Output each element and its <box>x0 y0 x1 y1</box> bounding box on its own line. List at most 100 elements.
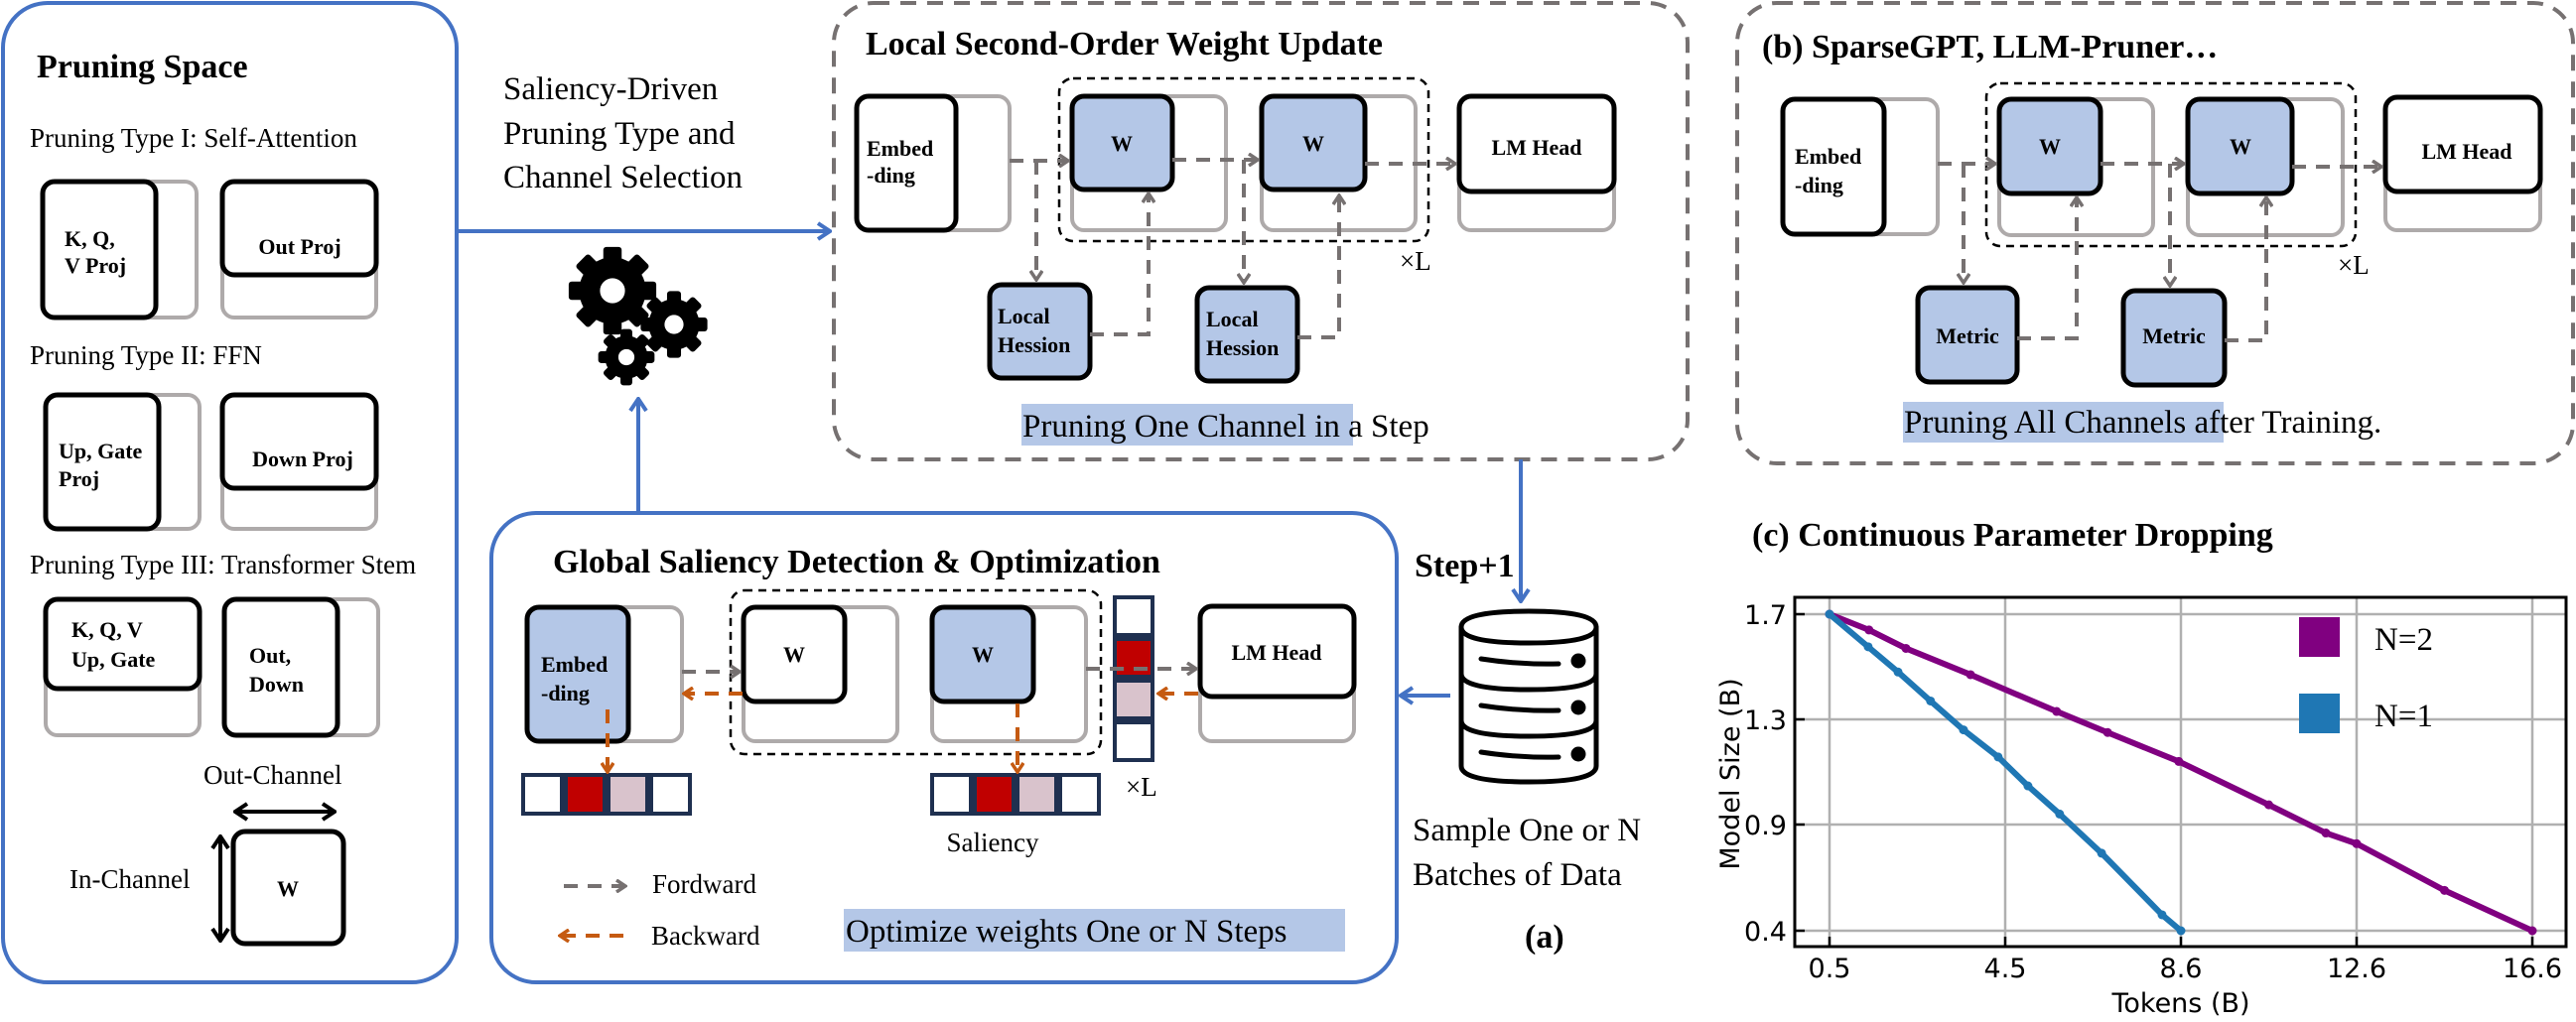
up-gate-proj-label-1: Up, Gate <box>59 439 143 463</box>
baselines-title: (b) SparseGPT, LLM-Pruner… <box>1762 29 2218 65</box>
chart-grid <box>1795 597 2566 947</box>
embedding-box <box>854 93 959 233</box>
x-axis-label: Tokens (B) <box>2110 988 2249 1019</box>
forward-arrow <box>1090 193 1149 336</box>
up-gate-proj-block: Up, Gate Proj <box>43 392 202 532</box>
baselines-panel: (b) SparseGPT, LLM-Pruner… Embed -ding W… <box>1735 1 2575 465</box>
saliency-cell-high <box>564 773 607 816</box>
x-tick-label: 8.6 <box>2160 954 2203 984</box>
data-point <box>1901 643 1911 653</box>
embedding-label-2: -ding <box>867 163 915 188</box>
kqv-proj-box <box>40 179 159 320</box>
database-icon <box>1458 608 1599 785</box>
chart-legend: N=2N=1 <box>2299 617 2433 734</box>
kqv-up-gate-label-1: K, Q, V <box>71 617 143 642</box>
out-down-label-2: Down <box>249 672 304 697</box>
global-saliency-title: Global Saliency Detection & Optimization <box>553 544 1160 580</box>
lm-head-box <box>1456 93 1617 194</box>
pruning-space-panel: Pruning Space Pruning Type I: Self-Atten… <box>1 1 459 984</box>
weight-1-box <box>741 604 848 704</box>
caption-highlight-text: Pruning All Channels <box>1904 405 2186 441</box>
kqv-up-gate-box <box>43 596 203 692</box>
selection-label-2: Pruning Type and <box>503 116 736 152</box>
local-hession-2-box <box>1194 285 1300 384</box>
series-N=1 <box>1825 609 2186 936</box>
step-label: Step+1 <box>1415 548 1515 584</box>
out-proj-label: Out Proj <box>258 234 340 259</box>
weight-matrix-box <box>230 829 346 947</box>
saliency-cell-high <box>1113 637 1154 679</box>
caption-rest-text: in a Step <box>1306 409 1429 445</box>
data-point <box>2174 756 2184 766</box>
data-point <box>2023 781 2033 791</box>
caption-highlight <box>1903 402 2224 443</box>
embedding-label-2: -ding <box>541 681 590 705</box>
saliency-column <box>1113 595 1154 762</box>
caption-rest-text: after Training. <box>2186 405 2381 441</box>
data-label-2: Batches of Data <box>1413 857 1622 893</box>
x-tick-label: 12.6 <box>2327 954 2386 984</box>
kqv-proj-block: K, Q, V Proj <box>40 179 199 320</box>
saliency-cell-low <box>1058 773 1101 816</box>
local-update-panel: Local Second-Order Weight Update Embed -… <box>832 1 1690 461</box>
weight-2-box <box>2185 96 2295 196</box>
out-down-label-1: Out, <box>249 643 291 668</box>
saliency-cell-mid <box>1016 773 1058 816</box>
pruning-space-title: Pruning Space <box>37 49 248 85</box>
weight-matrix-label: W <box>277 876 299 901</box>
local-hession-2-label-2: Hession <box>1206 335 1279 360</box>
local-hession-1-label-1: Local <box>998 304 1050 328</box>
lm-head-label: LM Head <box>1491 135 1581 160</box>
lm-head-box <box>1197 603 1357 700</box>
y-tick-label: 0.9 <box>1744 811 1787 841</box>
baselines-caption: Pruning All Channels after Training. <box>1904 405 2381 441</box>
data-point <box>2097 848 2106 858</box>
repeat-label: ×L <box>1400 246 1431 276</box>
x-tick-label: 0.5 <box>1809 954 1851 984</box>
up-gate-proj-box <box>43 392 162 532</box>
series-line <box>1828 611 2534 934</box>
data-point <box>2321 829 2331 838</box>
y-axis-label: Model Size (B) <box>1715 678 1746 869</box>
legend-backward-label: Backward <box>651 921 760 951</box>
saliency-cell-mid <box>1113 679 1154 720</box>
caption-highlight <box>1021 404 1353 446</box>
local-update-caption: Pruning One Channel in a Step <box>1022 409 1429 445</box>
data-point <box>1966 670 1975 680</box>
out-down-block: Out, Down <box>221 596 380 738</box>
saliency-row-weight <box>930 773 1101 816</box>
weight-2-box <box>929 604 1036 704</box>
lm-head-box <box>2382 94 2543 194</box>
chart-series <box>1825 609 2537 936</box>
embedding-label-1: Embed <box>1795 144 1861 169</box>
weight-2-label: W <box>1302 131 1324 156</box>
saliency-cell-low <box>1113 720 1154 762</box>
embedding-label-1: Embed <box>541 652 608 677</box>
in-channel-label: In-Channel <box>69 864 190 894</box>
embedding-label-2: -ding <box>1795 173 1843 197</box>
data-point <box>1863 642 1873 652</box>
saliency-label: Saliency <box>947 828 1039 857</box>
weight-2-label: W <box>2230 134 2251 159</box>
selection-label-1: Saliency-Driven <box>503 71 718 107</box>
data-point <box>2264 800 2273 810</box>
data-point <box>1926 696 1936 705</box>
global-saliency-caption: Optimize weights One or N Steps <box>846 914 1288 950</box>
data-point <box>2055 809 2065 819</box>
saliency-cell-high <box>973 773 1016 816</box>
data-point <box>2440 885 2449 895</box>
chart-title: (c) Continuous Parameter Dropping <box>1752 517 2273 554</box>
legend-swatch <box>2299 617 2340 657</box>
local-update-title: Local Second-Order Weight Update <box>866 26 1383 63</box>
data-point <box>1959 725 1968 735</box>
saliency-cell-low <box>521 773 564 816</box>
global-saliency-border <box>489 511 1399 984</box>
repeat-label: ×L <box>1126 772 1157 802</box>
data-point <box>2102 727 2112 737</box>
baselines-border <box>1735 1 2575 465</box>
metric-2-box <box>2120 288 2228 388</box>
down-proj-block: Down Proj <box>219 392 379 531</box>
embedding-box <box>524 604 631 744</box>
